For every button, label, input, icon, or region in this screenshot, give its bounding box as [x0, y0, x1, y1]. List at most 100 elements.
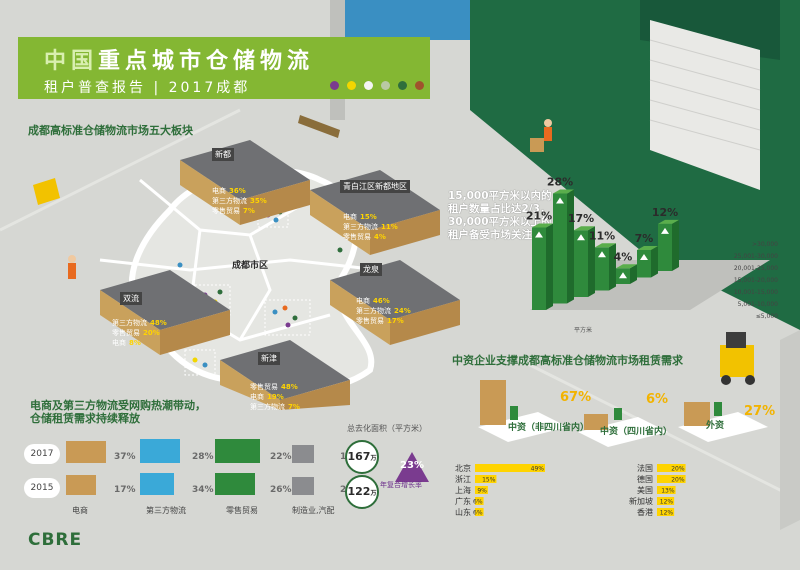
zone-stat-value: 48%	[150, 319, 167, 327]
color-dot	[415, 81, 424, 90]
area-title: 总去化面积（平方米）	[347, 424, 427, 433]
zone-stat-value: 35%	[250, 197, 267, 205]
bar-category-label: 北京	[455, 463, 471, 473]
cbre-logo: CBRE	[28, 530, 83, 550]
origin-bar	[475, 508, 484, 516]
bar-value-label: 20%	[671, 466, 685, 473]
size-category-label: 10,001-15,000	[734, 289, 778, 296]
bar-category-label: 法国	[637, 463, 653, 473]
category-label: 零售贸易	[226, 506, 258, 515]
bar-value-label: 6%	[473, 499, 483, 506]
color-dots	[330, 81, 424, 90]
category-label: 电商	[72, 506, 88, 515]
size-bar	[553, 189, 574, 304]
zone-name: 新津	[258, 352, 280, 365]
size-category-label: 25,001-30,000	[734, 253, 778, 260]
size-category-label: ≤5,000	[756, 313, 778, 320]
size-category-label: 15,001-20,000	[734, 277, 778, 284]
zone-stat-value: 17%	[387, 317, 404, 325]
origin-segment-pct: 6%	[646, 392, 669, 407]
zone-stat-label: 电商	[356, 297, 370, 305]
bar-value-label: 13%	[661, 488, 675, 495]
title-light: 中国	[44, 49, 99, 74]
bar-value-label: 6%	[473, 510, 483, 517]
zone-stat-label: 零售贸易	[112, 329, 140, 337]
size-bar-label: 4%	[614, 250, 633, 263]
category-pct-2017: 22%	[270, 452, 292, 462]
zone-stat-value: 7%	[288, 403, 300, 411]
color-dot	[330, 81, 339, 90]
growth-label: 年复合增长率	[380, 481, 422, 489]
size-bar-label: 28%	[547, 176, 573, 189]
origin-bar	[475, 486, 488, 494]
size-bar-chart: 21%28%17%11%4%7%12%≤5,0005,001-10,00010,…	[526, 176, 778, 335]
zone-stat-label: 第三方物流	[343, 223, 378, 231]
origin-title: 中资企业支撑成都高标准仓储物流市场租赁需求	[452, 354, 683, 367]
zone-blocks	[100, 140, 460, 410]
zone-stat-label: 第三方物流	[212, 197, 247, 205]
bar-value-label: 49%	[531, 466, 545, 473]
zone-stat-label: 第三方物流	[112, 319, 147, 327]
zone-stat-value: 11%	[381, 223, 398, 231]
size-bar	[637, 246, 658, 278]
origin-bar	[657, 508, 675, 516]
bar-value-label: 9%	[477, 488, 487, 495]
origin-bar	[657, 475, 686, 483]
bar-category-label: 上海	[455, 485, 471, 495]
origin-bar	[657, 486, 676, 494]
bar-category-label: 美国	[637, 485, 653, 495]
bar-category-label: 新加坡	[629, 496, 653, 506]
size-bar	[532, 223, 553, 310]
color-dot	[381, 81, 390, 90]
zone-stat-label: 电商	[250, 393, 264, 401]
origin-bar	[657, 497, 675, 505]
zone-stat-value: 46%	[373, 297, 390, 305]
title-bold: 重点城市仓储物流	[98, 49, 315, 74]
zone-stat-value: 8%	[129, 339, 141, 347]
bar-value-label: 12%	[660, 510, 674, 517]
origin-segment-label: 中资（四川省内）	[600, 427, 673, 437]
size-bar	[574, 226, 595, 297]
zone-stat-label: 零售贸易	[356, 317, 384, 325]
zone-name: 双流	[120, 292, 142, 305]
growth-triangle	[395, 452, 429, 482]
size-bar	[595, 243, 616, 291]
category-label: 第三方物流	[146, 506, 186, 515]
size-bar-label: 12%	[652, 206, 678, 219]
origin-segment-label: 中资（非四川省内）	[508, 423, 590, 433]
bar-value-label: 20%	[671, 477, 685, 484]
zone-stat-value: 24%	[394, 307, 411, 315]
area-2017: 167万	[345, 440, 379, 474]
size-bar-label: 21%	[526, 210, 552, 223]
growth-pct: 23%	[400, 460, 424, 471]
subtitle: 租户普查报告 | 2017成都	[44, 80, 251, 96]
size-bar-label: 17%	[568, 212, 594, 225]
year-2017: 2017	[24, 444, 60, 464]
category-pct-2015: 17%	[114, 485, 136, 495]
area-unit-2015: 万	[370, 490, 377, 497]
bar-value-label: 15%	[482, 477, 496, 484]
zone-stat-label: 第三方物流	[356, 307, 391, 315]
origin-bar	[475, 464, 545, 472]
category-label: 制造业,汽配	[292, 506, 335, 515]
zone-stat-value: 19%	[267, 393, 284, 401]
area-2015: 122万	[345, 475, 379, 509]
origin-bar	[657, 464, 686, 472]
zone-stat-label: 零售贸易	[250, 383, 278, 391]
